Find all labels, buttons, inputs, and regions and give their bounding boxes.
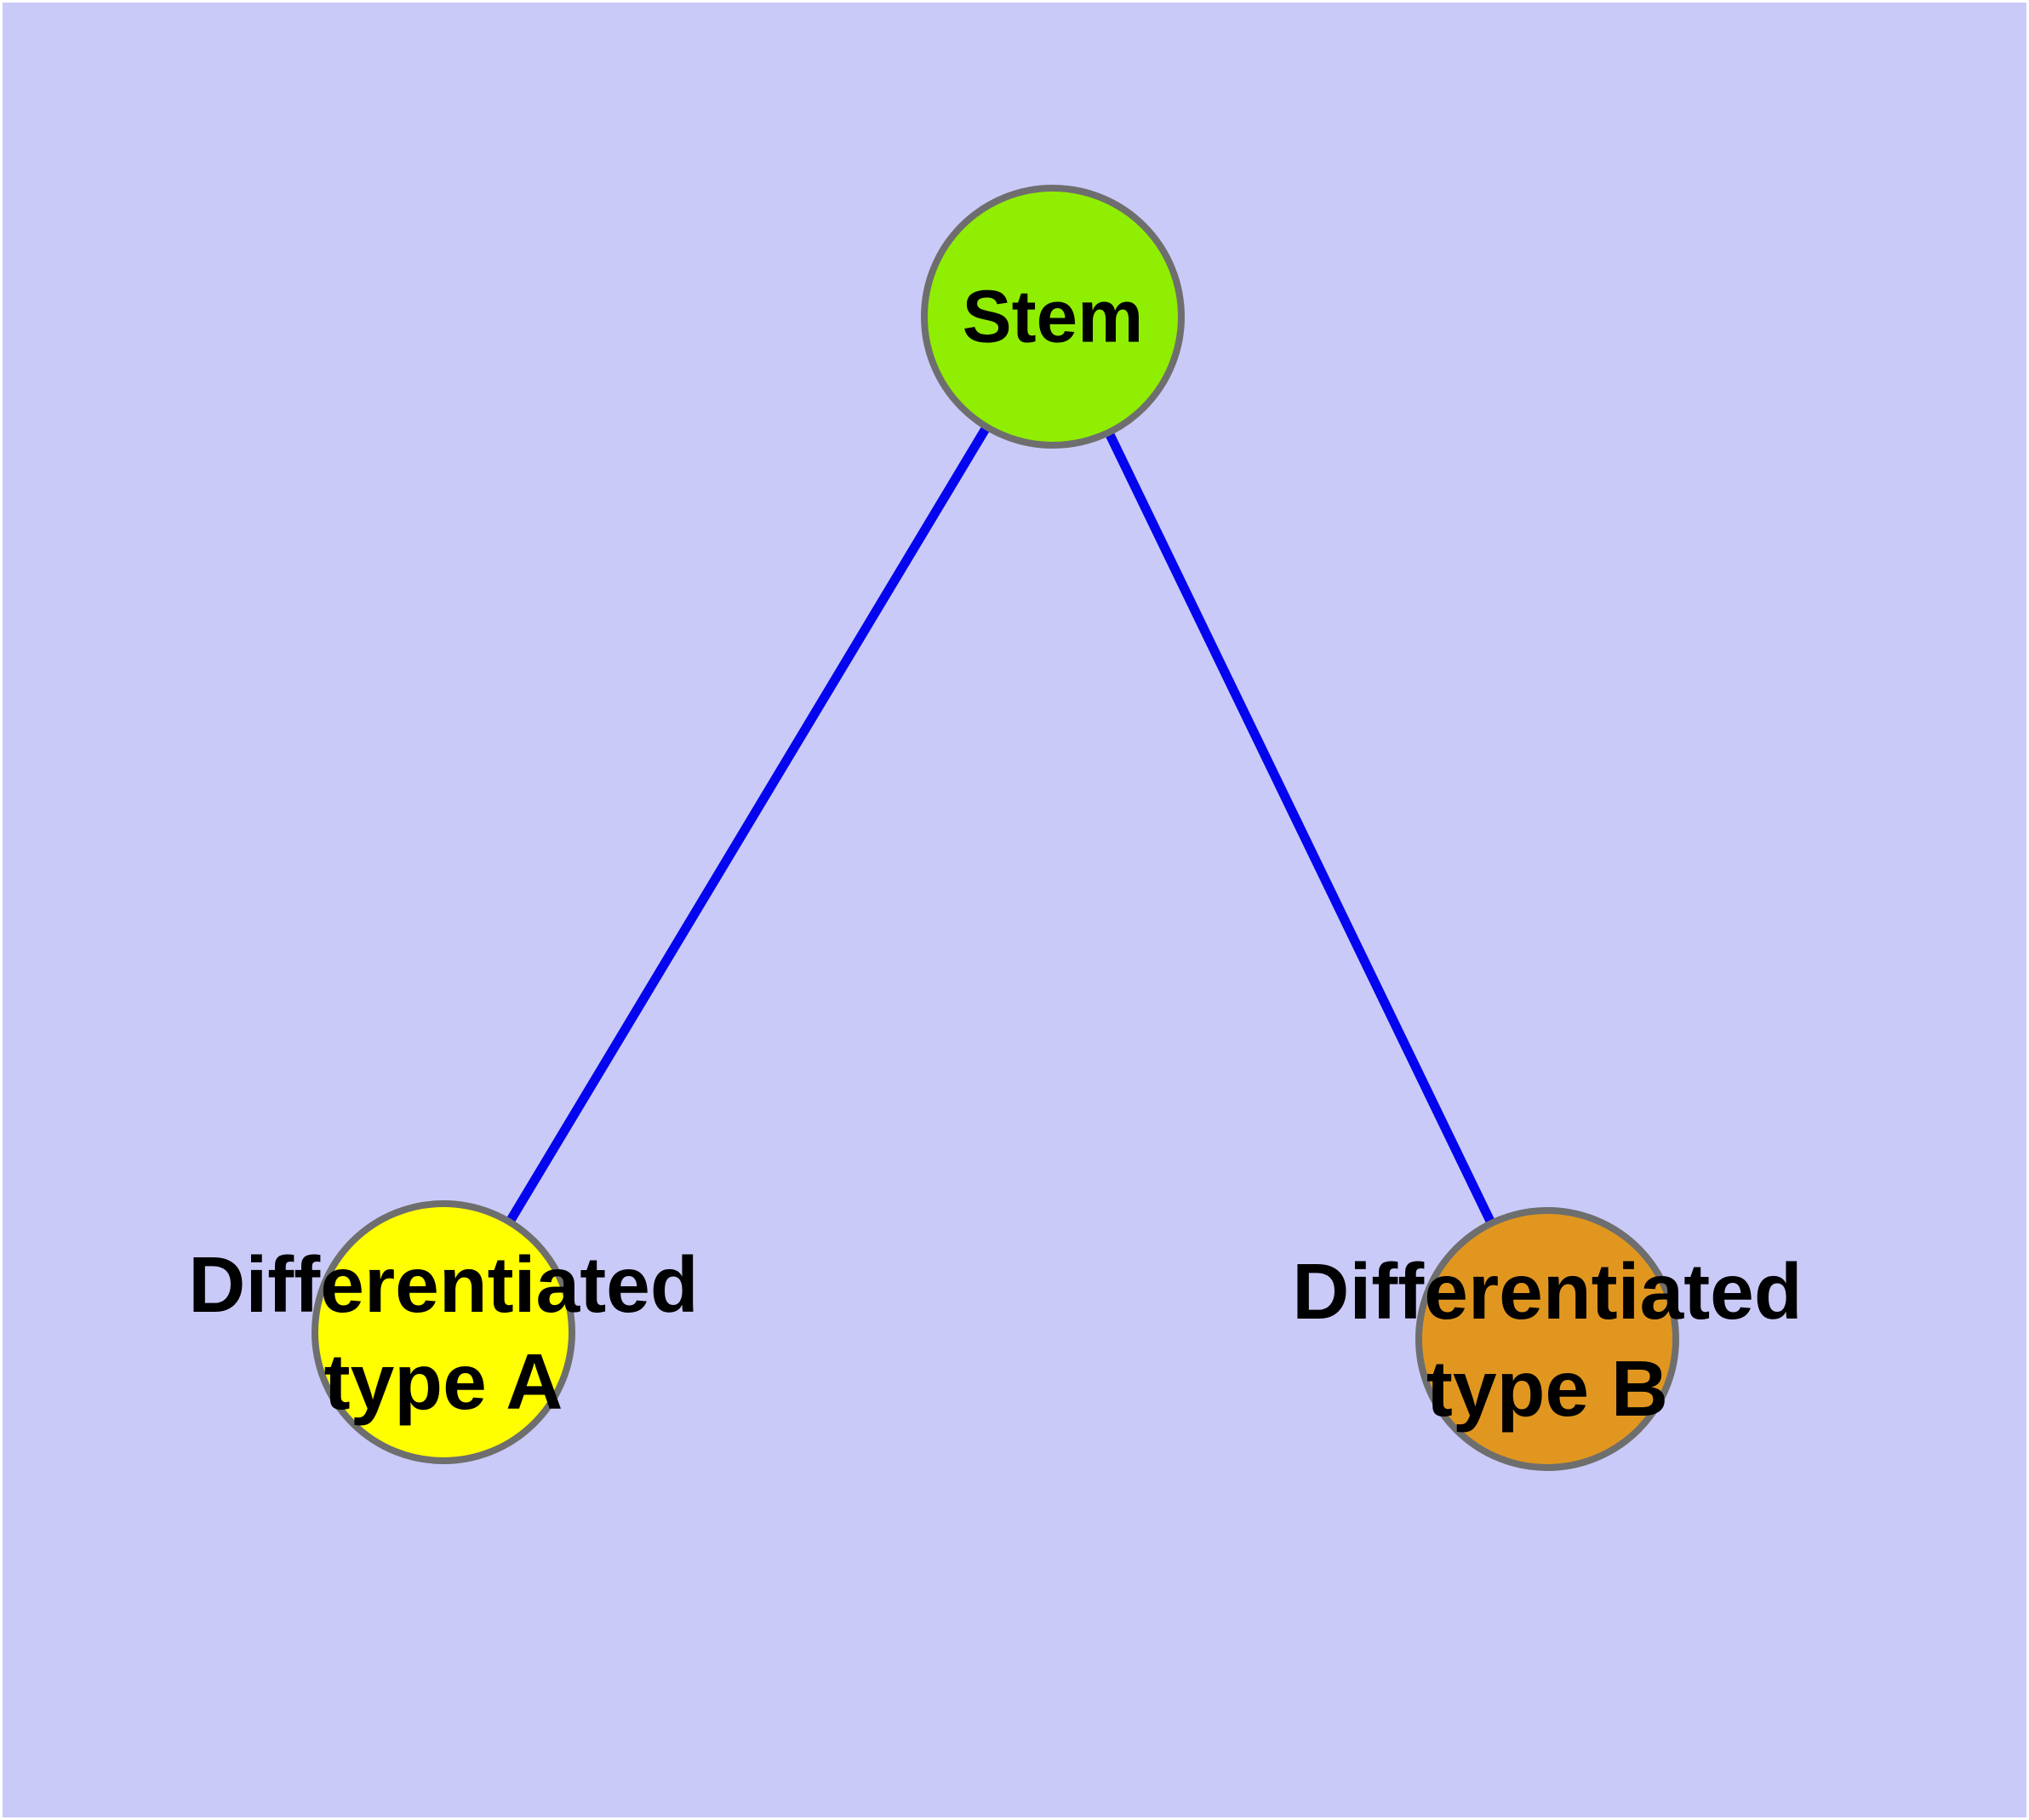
node-stem[interactable]: Stem [921,185,1185,449]
edge-stem-differentiated-type-b [1049,314,1552,1342]
differentiated-type-a-circle[interactable] [311,1200,575,1464]
differentiated-type-b-label-line: Differentiated [1292,1247,1802,1336]
stem-label-line: Stem [963,276,1144,358]
edge-stem-differentiated-type-a [439,314,1057,1335]
stem-label: Stem [963,276,1144,358]
differentiated-type-b-label-line: type B [1426,1344,1668,1433]
differentiated-type-b-circle[interactable] [1415,1207,1679,1471]
differentiated-type-a-label-line: Differentiated [188,1240,698,1329]
differentiated-type-a-label-line: type A [324,1337,563,1426]
stem-circle[interactable] [921,185,1185,449]
